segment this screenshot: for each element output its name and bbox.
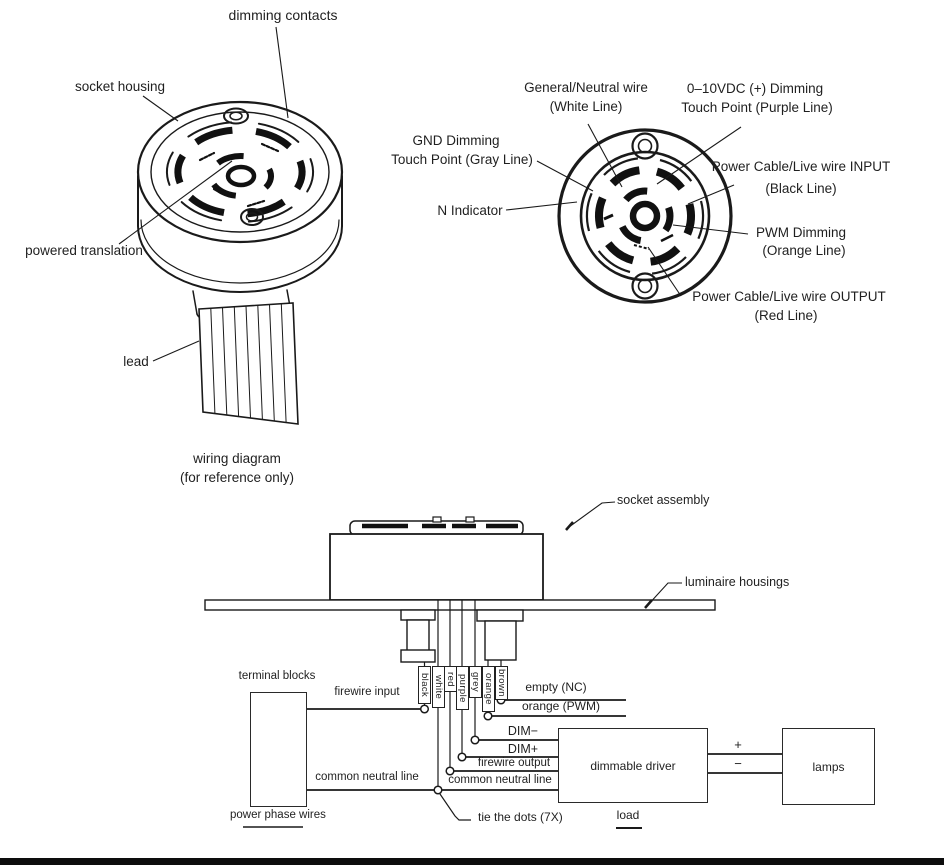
label-terminal-blocks: terminal blocks (238, 670, 316, 682)
label-n-indicator: N Indicator (437, 203, 503, 218)
label-live-input-line2: (Black Line) (765, 181, 837, 196)
label-tie-the-dots: tie the dots (7X) (478, 810, 563, 824)
label-neutral-wire-line1: General/Neutral wire (524, 80, 648, 95)
label-firewire-output: firewire output (477, 757, 551, 769)
label-socket-housing: socket housing (74, 79, 166, 94)
label-load: load (616, 808, 640, 822)
label-minus: − (734, 756, 742, 771)
label-luminaire-housings: luminaire housings (685, 575, 790, 589)
wire-tag-grey: grey (469, 666, 482, 698)
label-0-10vdc-line2: Touch Point (Purple Line) (681, 100, 833, 115)
label-pwm-dimming-line2: (Orange Line) (762, 243, 846, 258)
label-neutral-wire-line2: (White Line) (549, 99, 623, 114)
dimmable-driver-box: dimmable driver (558, 728, 708, 803)
label-orange-pwm: orange (PWM) (521, 699, 601, 713)
wire-tag-orange: orange (482, 666, 495, 712)
label-0-10vdc-line1: 0–10VDC (+) Dimming (686, 81, 824, 96)
tie-dots (419, 695, 506, 795)
label-pwm-dimming-line1: PWM Dimming (756, 225, 846, 240)
dimmable-driver-label: dimmable driver (590, 758, 676, 773)
top-view-leader-lines (505, 123, 749, 297)
label-live-output-line1: Power Cable/Live wire OUTPUT (692, 289, 886, 304)
perspective-socket-drawing (136, 100, 344, 425)
label-live-input-line1: Power Cable/Live wire INPUT (711, 159, 891, 174)
label-socket-assembly: socket assembly (617, 493, 710, 507)
label-live-output-line2: (Red Line) (754, 308, 818, 323)
label-lead: lead (123, 354, 149, 369)
label-empty-nc: empty (NC) (525, 680, 587, 694)
label-gnd-dimming-line2: Touch Point (Gray Line) (391, 152, 533, 167)
label-power-phase-wires: power phase wires (230, 809, 326, 821)
circuit-lines (243, 692, 782, 829)
wire-tag-brown: brown (495, 666, 508, 700)
label-dim-plus: DIM+ (507, 742, 539, 756)
perspective-leader-lines (118, 26, 289, 362)
top-view-socket-drawing (557, 128, 733, 304)
lamps-box: lamps (782, 728, 875, 805)
label-common-neutral-left: common neutral line (315, 771, 419, 783)
label-common-neutral-right: common neutral line (448, 774, 552, 786)
label-powered-translation: powered translation (25, 243, 143, 258)
caption-wiring-diagram: wiring diagram (193, 451, 281, 466)
label-dimming-contacts: dimming contacts (228, 7, 338, 23)
wire-tag-purple: purple (456, 666, 469, 710)
label-gnd-dimming-line1: GND Dimming (412, 133, 500, 148)
wire-tag-black: black (418, 666, 431, 704)
label-plus: + (734, 737, 742, 752)
page-bottom-bar (0, 858, 944, 865)
socket-assembly-drawing (204, 501, 716, 666)
terminal-block-box (250, 692, 307, 807)
caption-reference-only: (for reference only) (179, 470, 295, 485)
label-firewire-input: firewire input (334, 686, 400, 698)
label-dim-minus: DIM− (507, 724, 539, 738)
lamps-label: lamps (812, 759, 845, 774)
